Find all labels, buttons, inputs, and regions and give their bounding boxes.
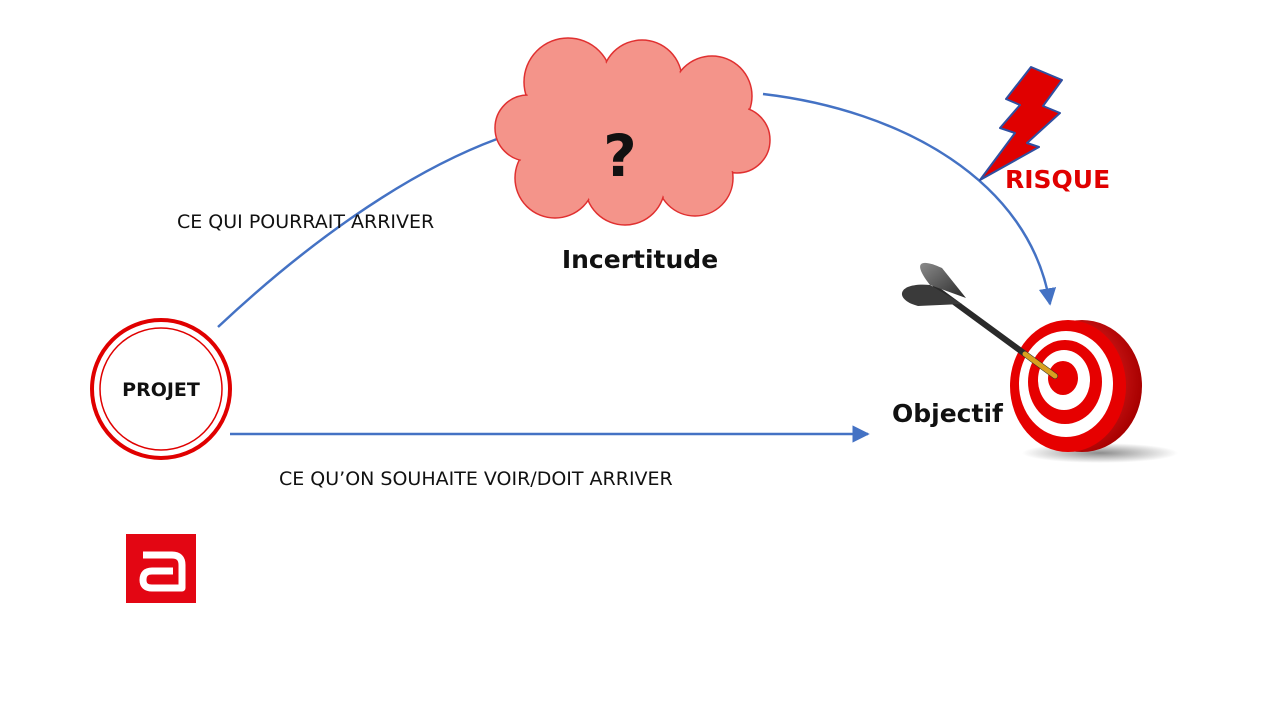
objective-label: Objectif xyxy=(892,399,1004,428)
project-node: PROJET xyxy=(90,318,232,460)
risk-label: RISQUE xyxy=(1005,165,1110,194)
cloud-icon xyxy=(494,37,771,226)
dart-icon xyxy=(901,262,1058,379)
risk-path-arrow xyxy=(762,92,1057,306)
possible-path-label: CE QUI POURRAIT ARRIVER xyxy=(177,211,434,233)
lightning-icon xyxy=(979,66,1063,181)
possible-path-arrow xyxy=(217,137,498,328)
target-icon xyxy=(1010,320,1178,463)
uncertainty-label: Incertitude xyxy=(562,245,718,274)
desired-path-label: CE QU’ON SOUHAITE VOIR/DOIT ARRIVER xyxy=(279,468,673,490)
logo-icon xyxy=(126,534,196,603)
uncertainty-symbol: ? xyxy=(603,122,637,190)
project-label: PROJET xyxy=(122,379,200,401)
